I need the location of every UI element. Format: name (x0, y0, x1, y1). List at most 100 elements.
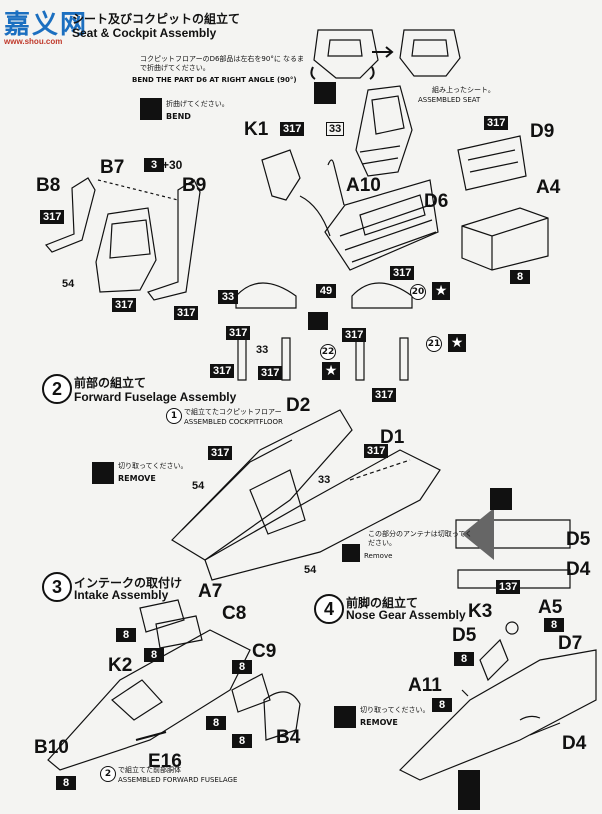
step4-title-en: Nose Gear Assembly (346, 608, 466, 622)
part-b7: B7 (100, 157, 125, 178)
star-decal-icon: ★ (322, 362, 340, 380)
step2-sub-jp: で組立てたコクピットフロアー (184, 408, 282, 416)
mirror-icon (308, 312, 328, 330)
part-d9: D9 (530, 121, 555, 142)
paint-54: 54 (62, 278, 75, 290)
b7-seat-drawing (95, 207, 157, 293)
watermark-sub: www.shou.com (4, 37, 63, 46)
star-decal-icon: ★ (432, 282, 450, 300)
nose-gear-fuselage-drawing (398, 649, 597, 781)
part-d4-reference: D4 (566, 559, 591, 580)
paint-8: 8 (206, 716, 226, 730)
watermark-main: 嘉义网 (4, 9, 89, 39)
cut-icon (92, 462, 114, 484)
part-c9: C9 (252, 641, 277, 662)
part-b9: B9 (182, 175, 207, 196)
paint-8: 8 (454, 652, 474, 666)
star-decal-icon: ★ (448, 334, 466, 352)
paint-317: 317 (40, 210, 65, 224)
part-a11: A11 (408, 675, 442, 696)
cockpit-floor-drawing (324, 179, 439, 271)
step3-number: 3 (42, 572, 72, 602)
step1-bend-legend-en: BEND (166, 112, 191, 121)
decal-22: 22 (320, 344, 336, 360)
assembled-seat-jp: 組み上ったシート。 (432, 86, 495, 94)
paint-33: 33 (256, 344, 269, 356)
step3-sub-jp: で組立てた前部胴体 (118, 766, 181, 774)
paint-317: 317 (174, 306, 199, 320)
part-d1: D1 (380, 427, 405, 448)
antenna-note-en: Remove (364, 552, 393, 560)
decal-21: 21 (426, 336, 442, 352)
paint-33: 33 (318, 474, 331, 486)
paint-317: 317 (210, 364, 235, 378)
part-a7: A7 (198, 581, 223, 602)
antenna-note-jp: この部分のアンテナは切取ってください。 (368, 530, 473, 547)
k1-part-drawing (261, 149, 301, 201)
paint-8: 8 (144, 648, 164, 662)
part-d5-reference: D5 (566, 529, 591, 550)
b8-rail-drawing (44, 177, 96, 253)
paint-317: 317 (226, 326, 251, 340)
part-a5: A5 (538, 597, 563, 618)
paint-317: 317 (364, 444, 389, 458)
paint-33: 33 (326, 122, 345, 136)
b4-part-drawing (263, 691, 301, 741)
paint-8: 8 (544, 618, 564, 632)
watermark-logo: 嘉义网 www.shou.com (4, 4, 88, 46)
paint-33: 33 (218, 290, 238, 304)
a4-box-drawing (461, 207, 549, 271)
paint-8: 8 (116, 628, 136, 642)
part-k3: K3 (468, 601, 493, 622)
d5-d4-reference-drawing (455, 519, 571, 589)
step3-sub-en: ASSEMBLED FORWARD FUSELAGE (118, 776, 238, 784)
seat-back-flat-drawing (313, 29, 379, 79)
paint-317: 317 (258, 366, 283, 380)
step3-title-en: Intake Assembly (74, 588, 169, 602)
step1-bend-note-jp: コクピットフロアーのD6部品は左右を90°に なるまで折曲げてください。 (140, 55, 305, 72)
step3-title-jp: インテークの取付け (74, 576, 183, 590)
paint-317: 317 (372, 388, 397, 402)
part-d4: D4 (562, 733, 587, 754)
part-a4: A4 (536, 177, 561, 198)
c9-part-drawing (231, 673, 271, 713)
a10-stick-drawing (327, 159, 345, 206)
paint-8: 8 (432, 698, 452, 712)
cut-icon (458, 792, 480, 810)
paint-317: 317 (208, 446, 233, 460)
a5-wheel-drawing (505, 621, 519, 635)
part-k1: K1 (244, 119, 269, 140)
a7-part-drawing (139, 599, 185, 633)
paint-137: 137 (496, 580, 521, 594)
instrument-panel-right-drawing (351, 282, 413, 309)
part-k2: K2 (108, 655, 133, 676)
bend-icon (314, 82, 336, 104)
part-b10: B10 (34, 737, 69, 758)
cut-icon (458, 770, 480, 792)
paint-8: 8 (232, 734, 252, 748)
paint-54: 54 (304, 564, 317, 576)
paint-54: 54 (192, 480, 205, 492)
step1-title-jp: シート及びコクピットの組立て (72, 12, 241, 26)
step2-number: 2 (42, 374, 72, 404)
instrument-panel-left-drawing (235, 282, 297, 309)
bend-legend-icon (140, 98, 162, 120)
b9-rail-drawing (147, 179, 201, 301)
step4-number: 4 (314, 594, 344, 624)
step1-bend-note-en: BEND THE PART D6 AT RIGHT ANGLE (90°) (132, 76, 297, 84)
assembled-seat-en: ASSEMBLED SEAT (418, 96, 481, 104)
part-d7: D7 (558, 633, 583, 654)
c8-part-drawing (155, 615, 203, 649)
part-a10: A10 (346, 175, 381, 196)
paint-8: 8 (232, 660, 252, 674)
step4-title-jp: 前脚の組立て (346, 596, 419, 610)
step1-title-en: Seat & Cockpit Assembly (72, 26, 217, 40)
part-e16: E16 (148, 751, 182, 772)
paint-317: 317 (342, 328, 367, 342)
step2-title-jp: 前部の組立て (74, 376, 147, 390)
step4-remove-jp: 切り取ってください。 (360, 706, 430, 714)
ejection-seat-drawing (355, 85, 413, 177)
cut-icon (490, 488, 512, 510)
paint-317: 317 (112, 298, 137, 312)
cut-icon (334, 706, 356, 728)
